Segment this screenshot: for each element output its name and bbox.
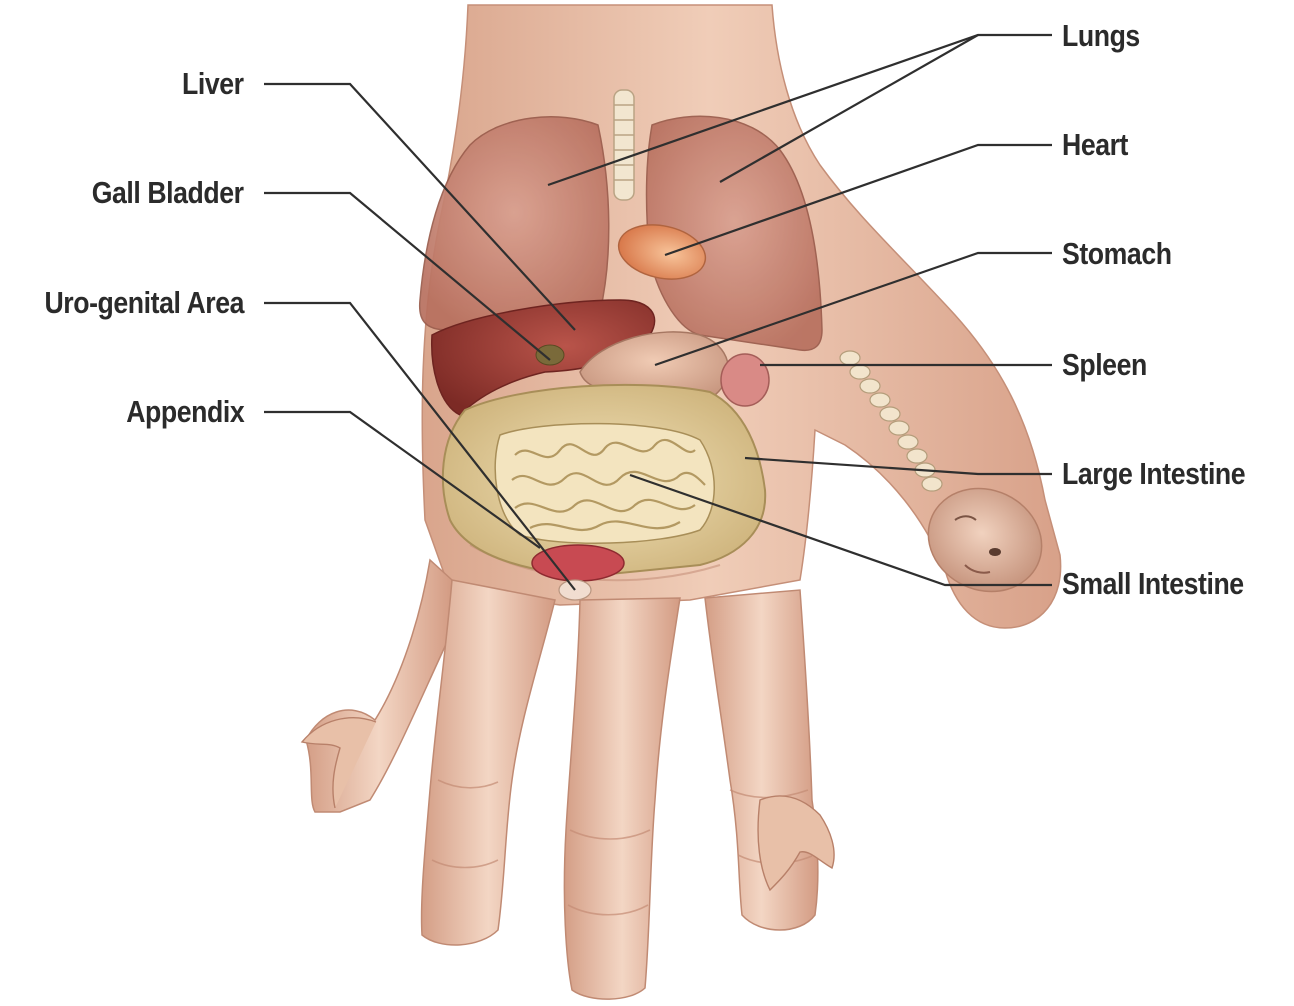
label-stomach: Stomach (1062, 238, 1172, 269)
label-appendix: Appendix (126, 396, 244, 427)
little-finger (306, 560, 452, 812)
gall-bladder-icon (536, 345, 564, 365)
index-finger (705, 590, 818, 930)
label-small-intestine: Small Intestine (1062, 568, 1244, 599)
label-uro-genital-area: Uro-genital Area (44, 287, 244, 318)
label-liver: Liver (182, 68, 244, 99)
intestine-icon (443, 385, 765, 575)
bladder-icon (532, 545, 624, 581)
label-spleen: Spleen (1062, 349, 1147, 380)
label-heart: Heart (1062, 129, 1128, 160)
middle-finger (564, 598, 680, 999)
label-lungs: Lungs (1062, 20, 1140, 51)
label-gall-bladder: Gall Bladder (92, 177, 244, 208)
spleen-icon (721, 354, 769, 406)
trachea (614, 90, 634, 200)
label-large-intestine: Large Intestine (1062, 458, 1245, 489)
